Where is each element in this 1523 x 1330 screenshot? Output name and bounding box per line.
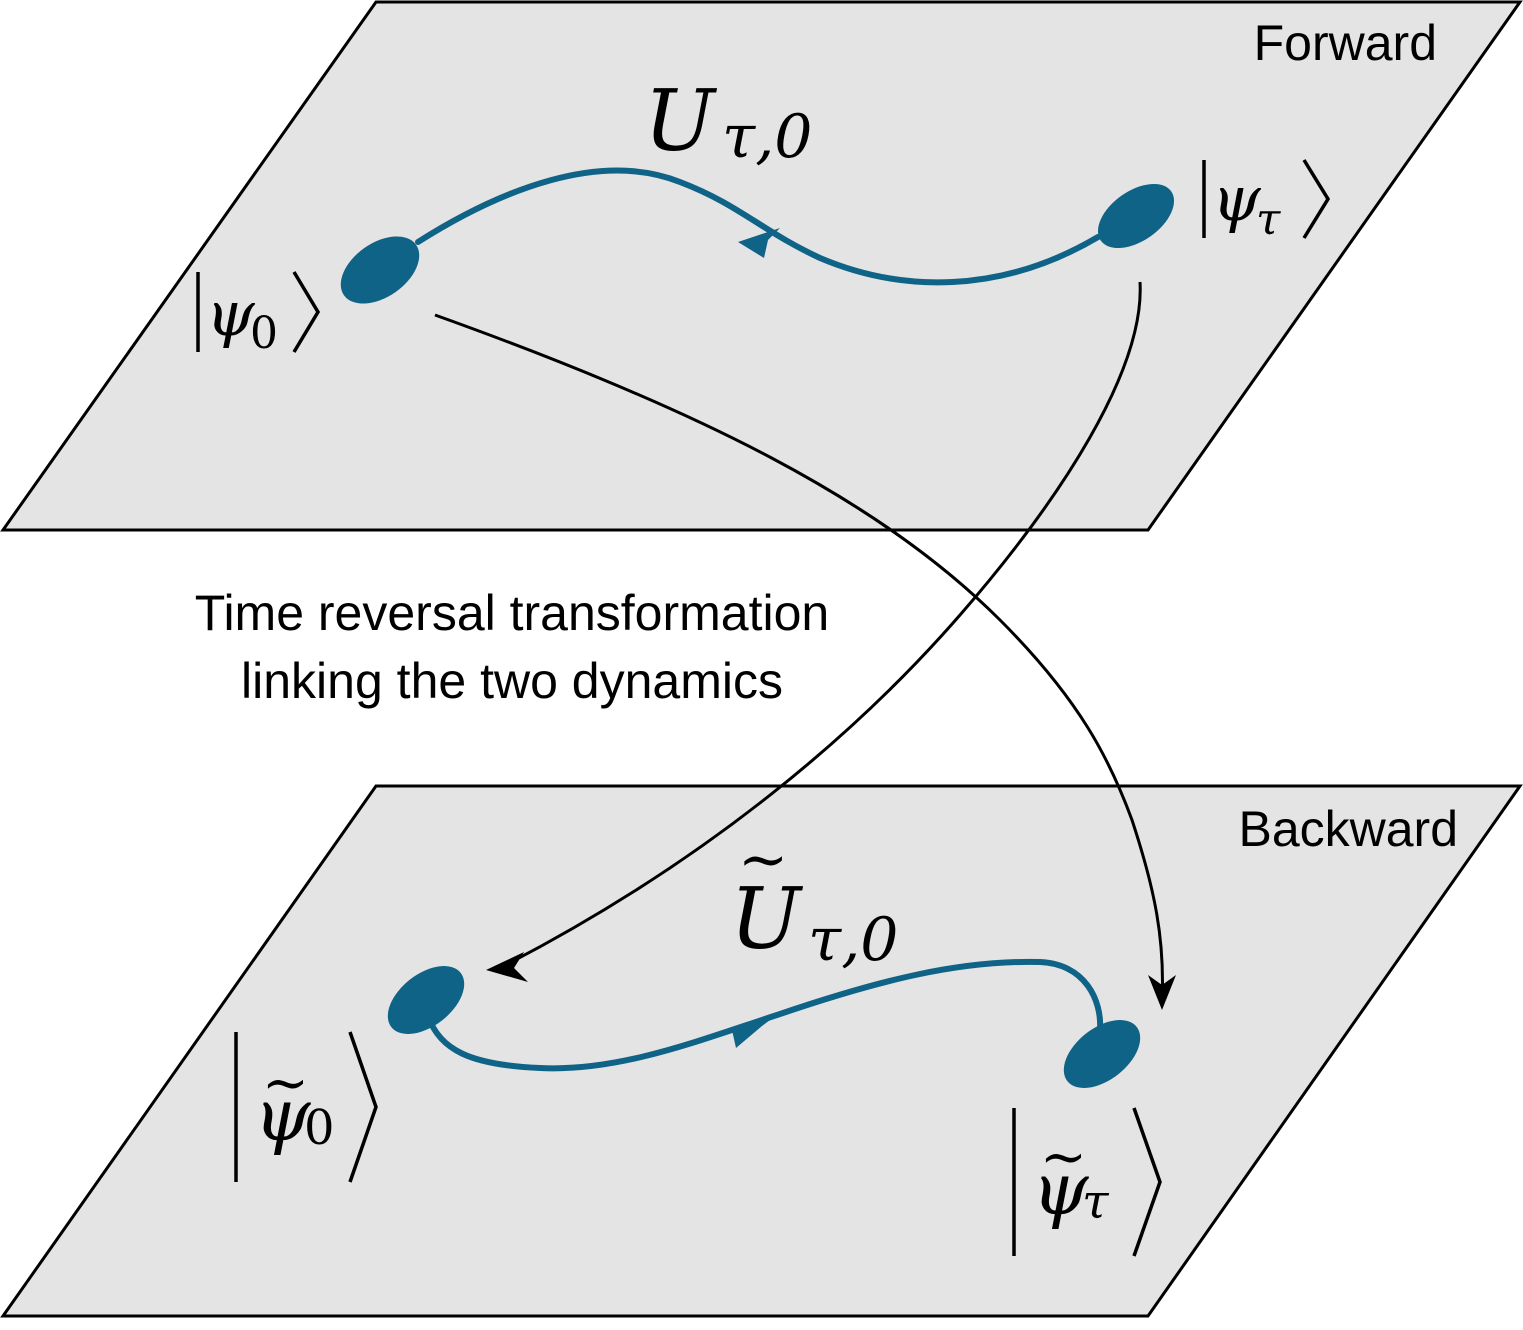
backward-final-ket: ~ ψ τ: [1012, 1107, 1162, 1257]
backward-initial-ket: ~ ψ 0: [234, 1031, 378, 1183]
forward-operator-label: U τ,0: [644, 72, 812, 172]
backward-final-ket-tilde: ~: [1040, 1125, 1087, 1190]
forward-initial-ket-sub: 0: [250, 308, 278, 359]
backward-operator-tilde: ~: [738, 825, 788, 895]
forward-plane: [0, 0, 1523, 532]
link-curve-psi0-to-psitilde-tau: [434, 313, 1164, 1003]
link-curve-psitau-to-psitilde-0: [499, 281, 1142, 970]
backward-trajectory: [425, 958, 1104, 1072]
backward-operator-label: ~ U τ,0: [730, 825, 898, 975]
annotation-line-1: Time reversal transformation: [195, 585, 829, 641]
arrowhead-link-left: [486, 952, 528, 982]
forward-plane-title: Forward: [1254, 15, 1437, 71]
forward-trajectory: [415, 167, 1101, 286]
forward-operator-main: U: [644, 72, 718, 170]
annotation-line-2: linking the two dynamics: [241, 653, 783, 709]
backward-arrowhead: [732, 1014, 778, 1048]
forward-final-ket-sub: τ: [1256, 194, 1281, 245]
backward-operator-main: U: [730, 870, 804, 968]
forward-operator-sub: τ,0: [722, 102, 812, 172]
backward-final-state-dot: [1063, 1020, 1141, 1088]
backward-initial-state-dot: [387, 966, 465, 1034]
forward-initial-state-dot: [340, 236, 420, 304]
forward-final-ket-symbol: ψ: [1212, 162, 1262, 235]
backward-final-ket-symbol: ψ: [1032, 1147, 1090, 1231]
backward-plane: [0, 784, 1523, 1318]
backward-initial-ket-tilde: ~: [262, 1051, 309, 1116]
backward-final-ket-sub: τ: [1082, 1174, 1110, 1230]
backward-operator-sub: τ,0: [808, 905, 898, 975]
forward-arrowhead: [738, 228, 780, 258]
backward-plane-title: Backward: [1238, 801, 1458, 857]
forward-final-ket: ψ τ: [1202, 159, 1331, 245]
forward-final-state-dot: [1097, 183, 1175, 249]
forward-initial-ket: ψ 0: [196, 271, 321, 359]
backward-initial-ket-sub: 0: [304, 1100, 335, 1156]
forward-initial-ket-symbol: ψ: [206, 277, 256, 350]
arrowhead-link-down: [1148, 975, 1176, 1010]
backward-initial-ket-symbol: ψ: [254, 1073, 312, 1157]
